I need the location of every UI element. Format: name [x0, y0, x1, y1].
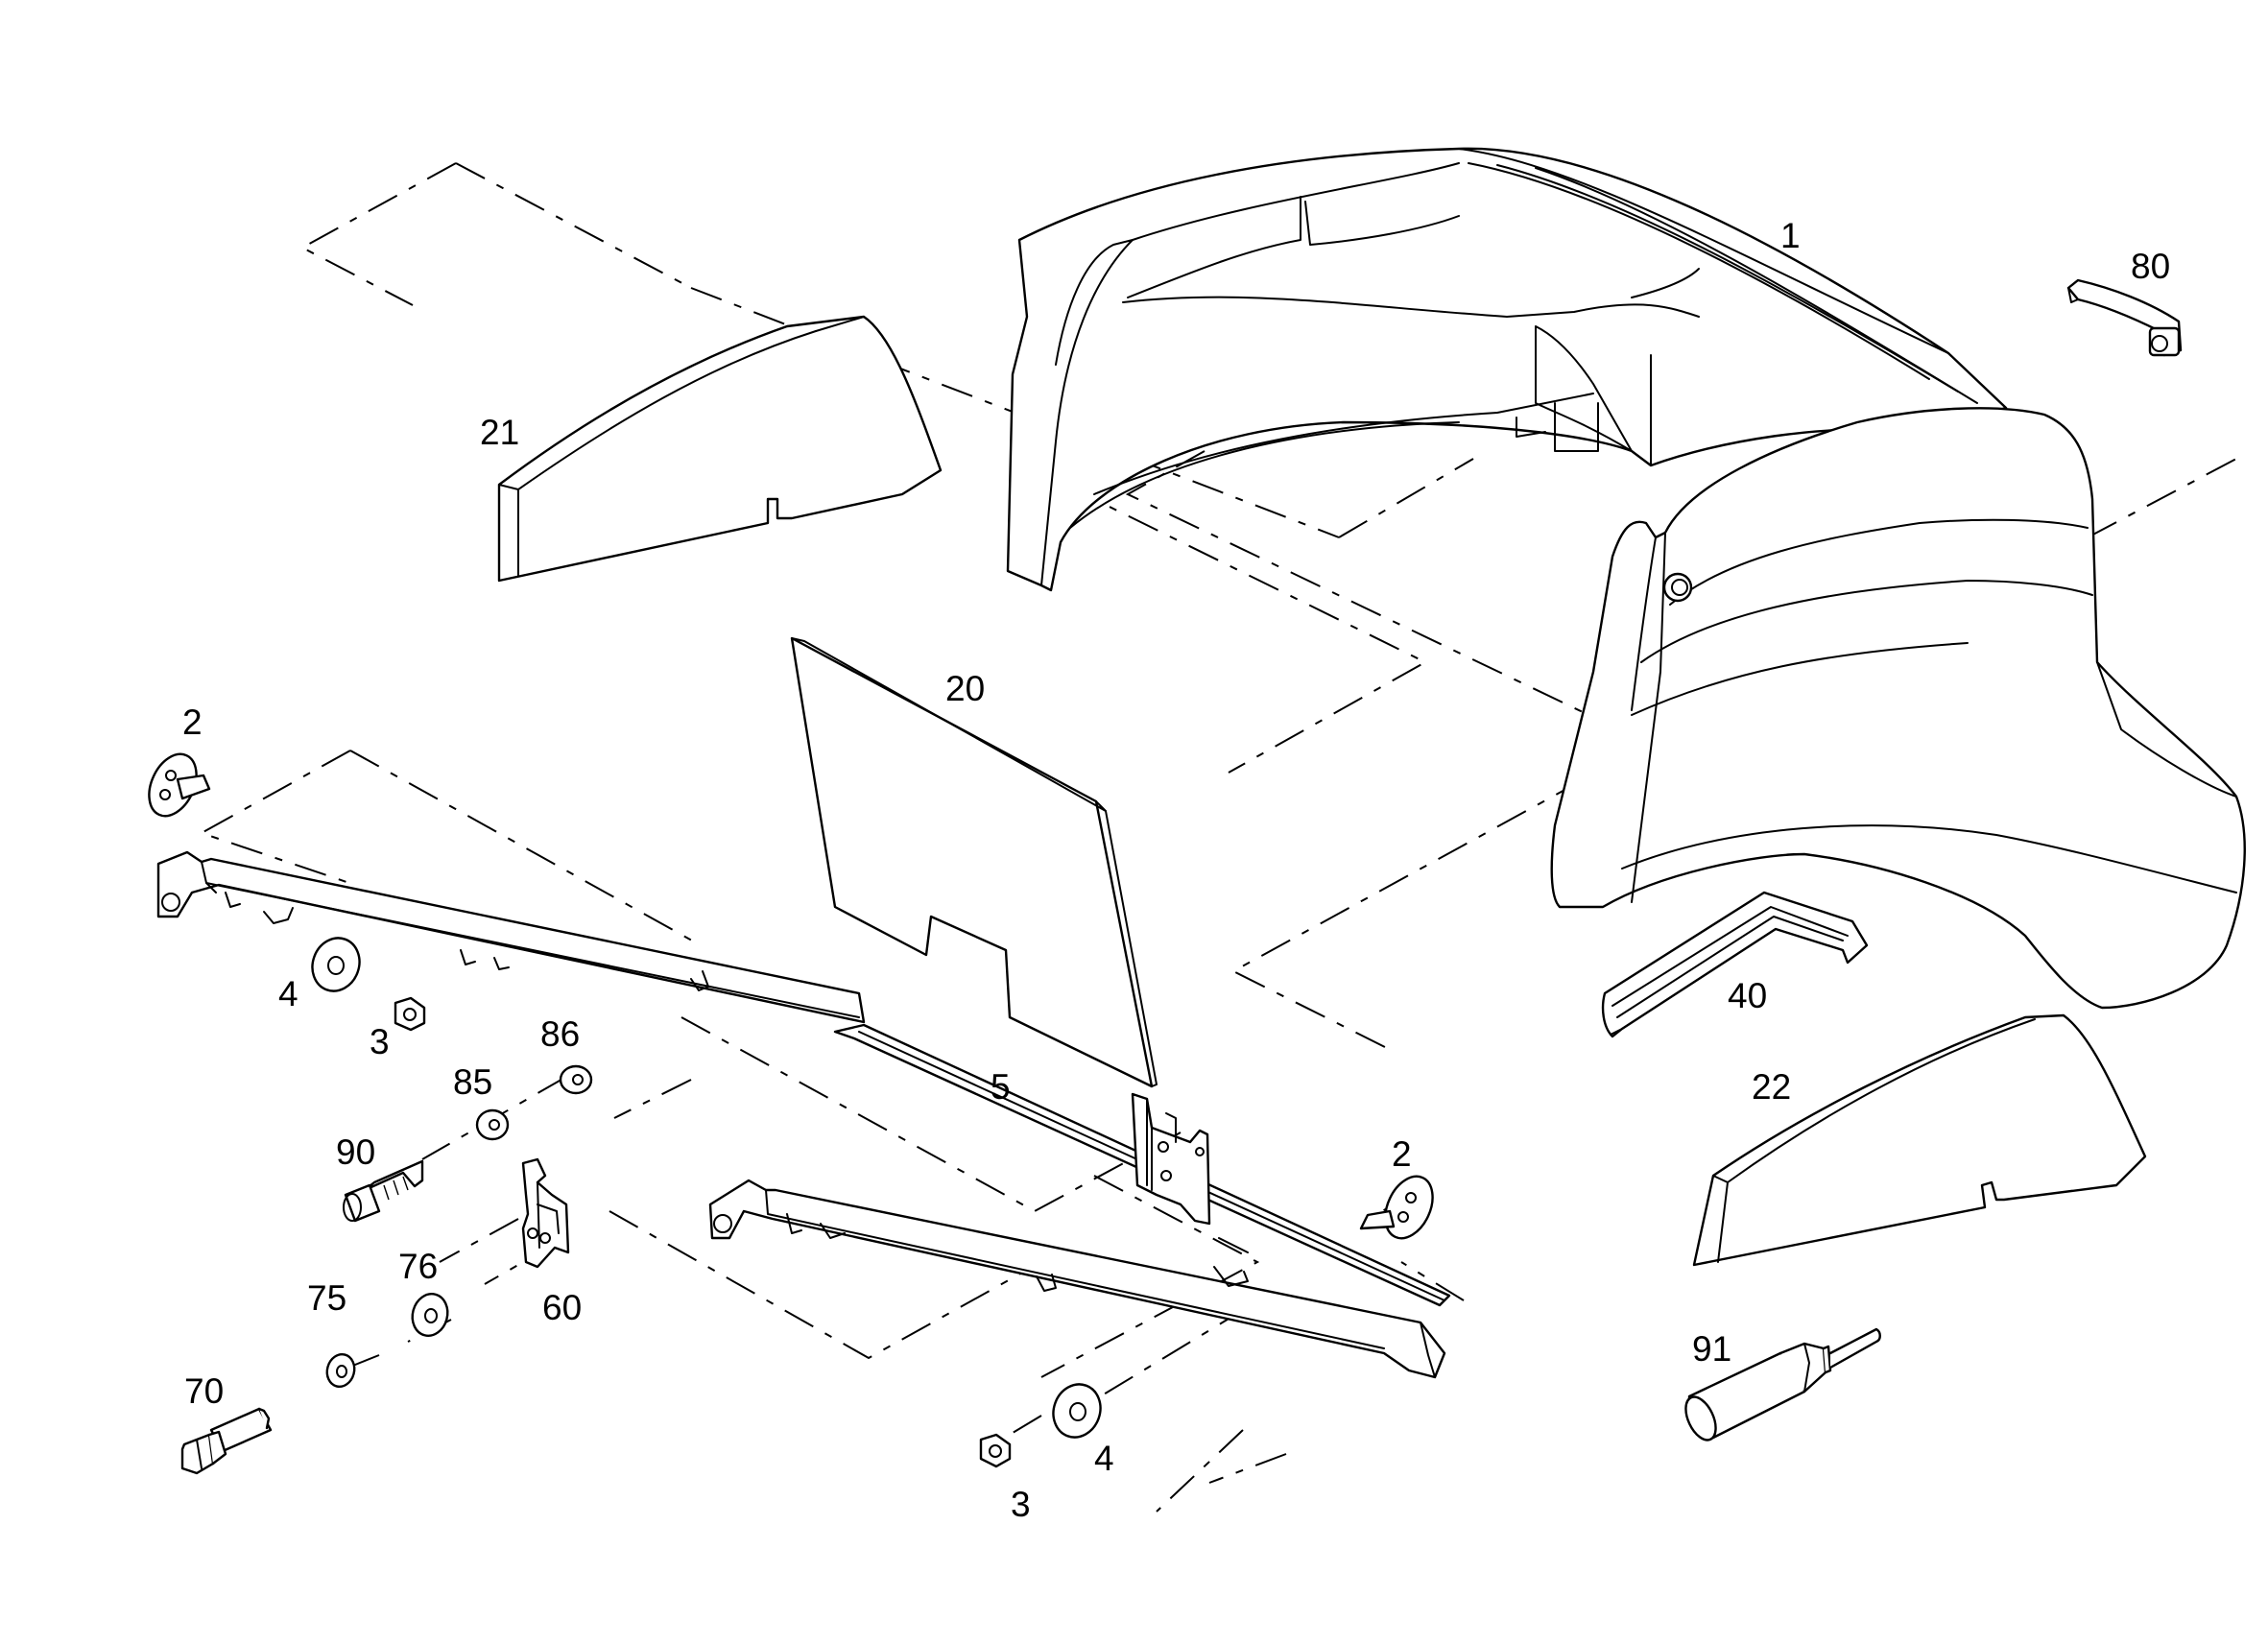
side-panel-part-21 [497, 315, 943, 583]
cap-screw-part-90 [343, 1159, 424, 1223]
flat-panel-part-20 [790, 636, 1158, 1088]
tube-part-91 [1684, 1327, 1881, 1441]
washer-part-85 [475, 1108, 510, 1141]
callout-76: 76 [398, 1247, 438, 1286]
side-panel-part-22 [1692, 1013, 2147, 1267]
callout-3-left: 3 [370, 1022, 390, 1061]
callout-86: 86 [540, 1014, 580, 1054]
washer-part-76 [411, 1293, 449, 1337]
callout-70: 70 [184, 1371, 224, 1411]
latch-part-60 [521, 1157, 570, 1269]
callout-5: 5 [991, 1067, 1011, 1107]
callout-3-right: 3 [1011, 1485, 1031, 1524]
callout-91: 91 [1692, 1329, 1731, 1369]
washer-part-4-right [1052, 1383, 1102, 1439]
stud-plate-part-2-left [148, 752, 211, 818]
frame-rail-left [156, 850, 866, 1024]
callout-80: 80 [2131, 247, 2170, 286]
callout-2-left: 2 [182, 703, 203, 742]
callout-85: 85 [453, 1062, 492, 1102]
washer-part-75 [325, 1352, 356, 1389]
callout-60: 60 [542, 1288, 582, 1327]
housing-fender [1550, 407, 2246, 1010]
callout-22: 22 [1752, 1067, 1791, 1107]
nut-part-3-left [394, 996, 426, 1032]
frame-rail-right [708, 1179, 1446, 1379]
handle-clip-part-80 [2066, 278, 2183, 357]
callout-4-right: 4 [1094, 1439, 1114, 1478]
callout-21: 21 [480, 413, 519, 452]
callout-40: 40 [1728, 976, 1767, 1015]
hex-bolt-part-70 [180, 1407, 273, 1475]
nut-part-3-right [979, 1433, 1012, 1468]
housing-part-1 [1006, 147, 2008, 592]
washer-part-4-left [311, 937, 361, 992]
seal-strip-part-40 [1601, 891, 1869, 1038]
callout-labels: 1 80 21 20 2 40 22 4 3 86 85 5 90 2 76 6… [182, 216, 2170, 1524]
callout-20: 20 [945, 669, 985, 708]
washer-part-86 [559, 1064, 593, 1095]
callout-2-right: 2 [1392, 1134, 1412, 1174]
callout-90: 90 [336, 1132, 375, 1172]
callout-4-left: 4 [278, 974, 298, 1013]
frame-bracket-plate [1131, 1092, 1211, 1226]
callout-75: 75 [307, 1278, 346, 1318]
stud-plate-part-2-right [1359, 1175, 1434, 1240]
callout-1: 1 [1780, 216, 1801, 255]
